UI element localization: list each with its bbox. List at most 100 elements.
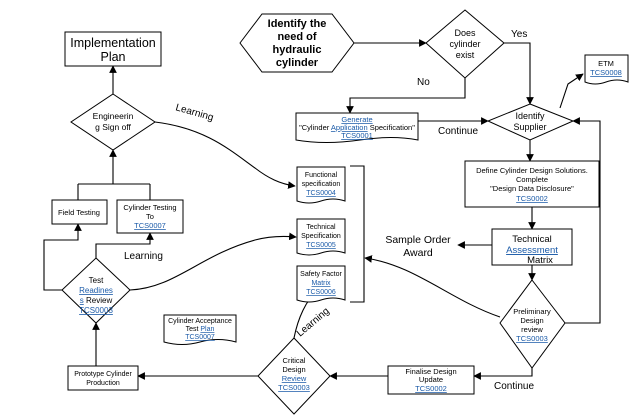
- node-safety-factor: Safety Factor Matrix TCS0006: [296, 265, 346, 303]
- link-tcs0002-finalise[interactable]: TCS0002: [415, 384, 447, 393]
- link-tcs0003-readiness[interactable]: TCS0003: [79, 306, 113, 315]
- edge-preliminary-to-safety: [364, 255, 501, 318]
- edges: [43, 39, 601, 380]
- link-tcs0007-test[interactable]: TCS0007: [134, 221, 166, 230]
- svg-text:Field Testing: Field Testing: [58, 208, 100, 217]
- link-tcs0002-define[interactable]: TCS0002: [516, 194, 548, 203]
- link-tcs0007-plan[interactable]: TCS0007: [185, 334, 215, 341]
- node-define-design: Define Cylinder Design Solutions. Comple…: [464, 160, 600, 208]
- edge-no: [346, 78, 466, 114]
- link-tcs0003-critical[interactable]: TCS0003: [278, 383, 310, 392]
- node-identify-supplier: Identify Supplier: [486, 103, 575, 141]
- svg-text:Complete: Complete: [516, 175, 548, 184]
- svg-text:specification: specification: [302, 181, 341, 188]
- svg-text:Define Cylinder Design Solutio: Define Cylinder Design Solutions.: [476, 166, 588, 175]
- svg-text:ETM: ETM: [598, 59, 614, 68]
- link-plan[interactable]: Plan: [200, 326, 214, 333]
- link-readines[interactable]: Readines: [79, 286, 113, 295]
- svg-text:Functional: Functional: [305, 172, 338, 179]
- svg-text:Sample Order: Sample Order: [385, 234, 451, 246]
- svg-text:Matrix: Matrix: [527, 255, 553, 266]
- svg-text:Test: Test: [89, 276, 104, 285]
- svg-text:Test Plan: Test Plan: [186, 326, 215, 333]
- link-tcs0001[interactable]: TCS0001: [341, 131, 373, 140]
- link-tcs0005[interactable]: TCS0005: [306, 242, 336, 249]
- svg-text:Does: Does: [454, 28, 476, 38]
- node-implementation-plan: Implementation Plan: [64, 31, 162, 67]
- link-readiness-s[interactable]: s: [80, 296, 84, 305]
- svg-text:need of: need of: [277, 31, 316, 43]
- link-assessment[interactable]: Assessment: [506, 245, 558, 256]
- svg-text:Technical: Technical: [306, 224, 336, 231]
- edge-preliminary-loop: [565, 117, 601, 324]
- node-sample-order: Sample Order Award: [385, 234, 451, 259]
- svg-text:cylinder: cylinder: [449, 39, 480, 49]
- label-learning-low: Learning: [295, 306, 332, 339]
- spec-bracket: [350, 165, 365, 303]
- svg-text:"Design Data Disclosure": "Design Data Disclosure": [490, 184, 574, 193]
- svg-text:g Sign off: g Sign off: [95, 122, 131, 132]
- svg-text:Update: Update: [419, 375, 443, 384]
- svg-text:Design: Design: [520, 316, 543, 325]
- svg-text:Design: Design: [282, 365, 305, 374]
- svg-text:cylinder: cylinder: [276, 57, 319, 69]
- node-field-testing: Field Testing: [51, 199, 108, 225]
- svg-text:Specification: Specification: [301, 233, 341, 240]
- link-generate[interactable]: Generate: [341, 115, 372, 124]
- label-continue-bottom: Continue: [494, 381, 534, 392]
- node-technical-spec: Technical Specification TCS0005: [296, 218, 346, 256]
- svg-text:"Cylinder Application Specific: "Cylinder Application Specification": [299, 123, 415, 132]
- svg-text:To: To: [146, 212, 154, 221]
- edge-signoff-learning: [154, 121, 296, 189]
- svg-text:Award: Award: [403, 247, 433, 259]
- svg-text:Cylinder Testing: Cylinder Testing: [123, 203, 176, 212]
- node-preliminary-review: Preliminary Design review TCS0003: [499, 279, 566, 369]
- svg-text:Plan: Plan: [100, 50, 125, 64]
- edge-readiness-to-field: [43, 223, 82, 291]
- link-tcs0003-preliminary[interactable]: TCS0003: [516, 334, 548, 343]
- edge-continue-bottom: [473, 368, 533, 380]
- svg-text:Safety Factor: Safety Factor: [300, 271, 342, 278]
- label-learning-mid: Learning: [124, 251, 163, 262]
- svg-text:hydraulic: hydraulic: [273, 44, 322, 56]
- edge-yes: [504, 42, 534, 105]
- node-identify-need: Identify the need of hydraulic cylinder: [239, 13, 355, 73]
- label-yes: Yes: [511, 29, 527, 40]
- edge-readiness-learning: [129, 232, 297, 291]
- node-test-readiness: Test Readines s Review TCS0003: [61, 257, 131, 324]
- link-review[interactable]: Review: [282, 374, 307, 383]
- label-no: No: [417, 77, 430, 88]
- svg-text:Cylinder Acceptance: Cylinder Acceptance: [168, 318, 232, 325]
- node-functional-spec: Functional specification TCS0004: [296, 166, 346, 204]
- svg-text:Production: Production: [86, 380, 120, 387]
- label-learning-top: Learning: [174, 102, 214, 123]
- link-tcs0006[interactable]: TCS0006: [306, 289, 336, 296]
- svg-text:Supplier: Supplier: [513, 122, 546, 132]
- svg-text:Engineerin: Engineerin: [93, 111, 134, 121]
- edge-readiness-to-cyltest: [95, 232, 154, 260]
- svg-text:Identify: Identify: [515, 111, 545, 121]
- node-critical-review: Critical Design Review TCS0003: [257, 337, 331, 415]
- svg-text:s Review: s Review: [80, 296, 113, 305]
- svg-text:Identify the: Identify the: [268, 18, 327, 30]
- node-etm: ETM TCS0008: [584, 54, 629, 85]
- svg-text:Prototype Cylinder: Prototype Cylinder: [74, 371, 132, 378]
- node-cylinder-testing: Cylinder Testing To TCS0007: [116, 199, 184, 234]
- node-engineering-signoff: Engineerin g Sign off: [70, 93, 156, 151]
- edge-supplier-to-etm: [559, 73, 584, 109]
- link-tcs0008[interactable]: TCS0008: [590, 68, 622, 77]
- svg-text:Implementation: Implementation: [70, 36, 156, 50]
- node-generate-spec: Generate "Cylinder Application Specifica…: [295, 112, 419, 143]
- svg-text:review: review: [521, 325, 543, 334]
- node-finalise-design: Finalise Design Update TCS0002: [387, 365, 475, 395]
- link-tcs0004[interactable]: TCS0004: [306, 190, 336, 197]
- node-prototype-production: Prototype Cylinder Production: [67, 365, 139, 391]
- svg-text:Preliminary: Preliminary: [513, 307, 551, 316]
- svg-text:Technical: Technical: [512, 234, 552, 245]
- node-does-cylinder-exist: Does cylinder exist: [425, 9, 505, 79]
- link-matrix[interactable]: Matrix: [311, 280, 331, 287]
- link-application[interactable]: Application: [331, 123, 368, 132]
- node-cylinder-acceptance: Cylinder Acceptance Test Plan TCS0007: [163, 314, 237, 345]
